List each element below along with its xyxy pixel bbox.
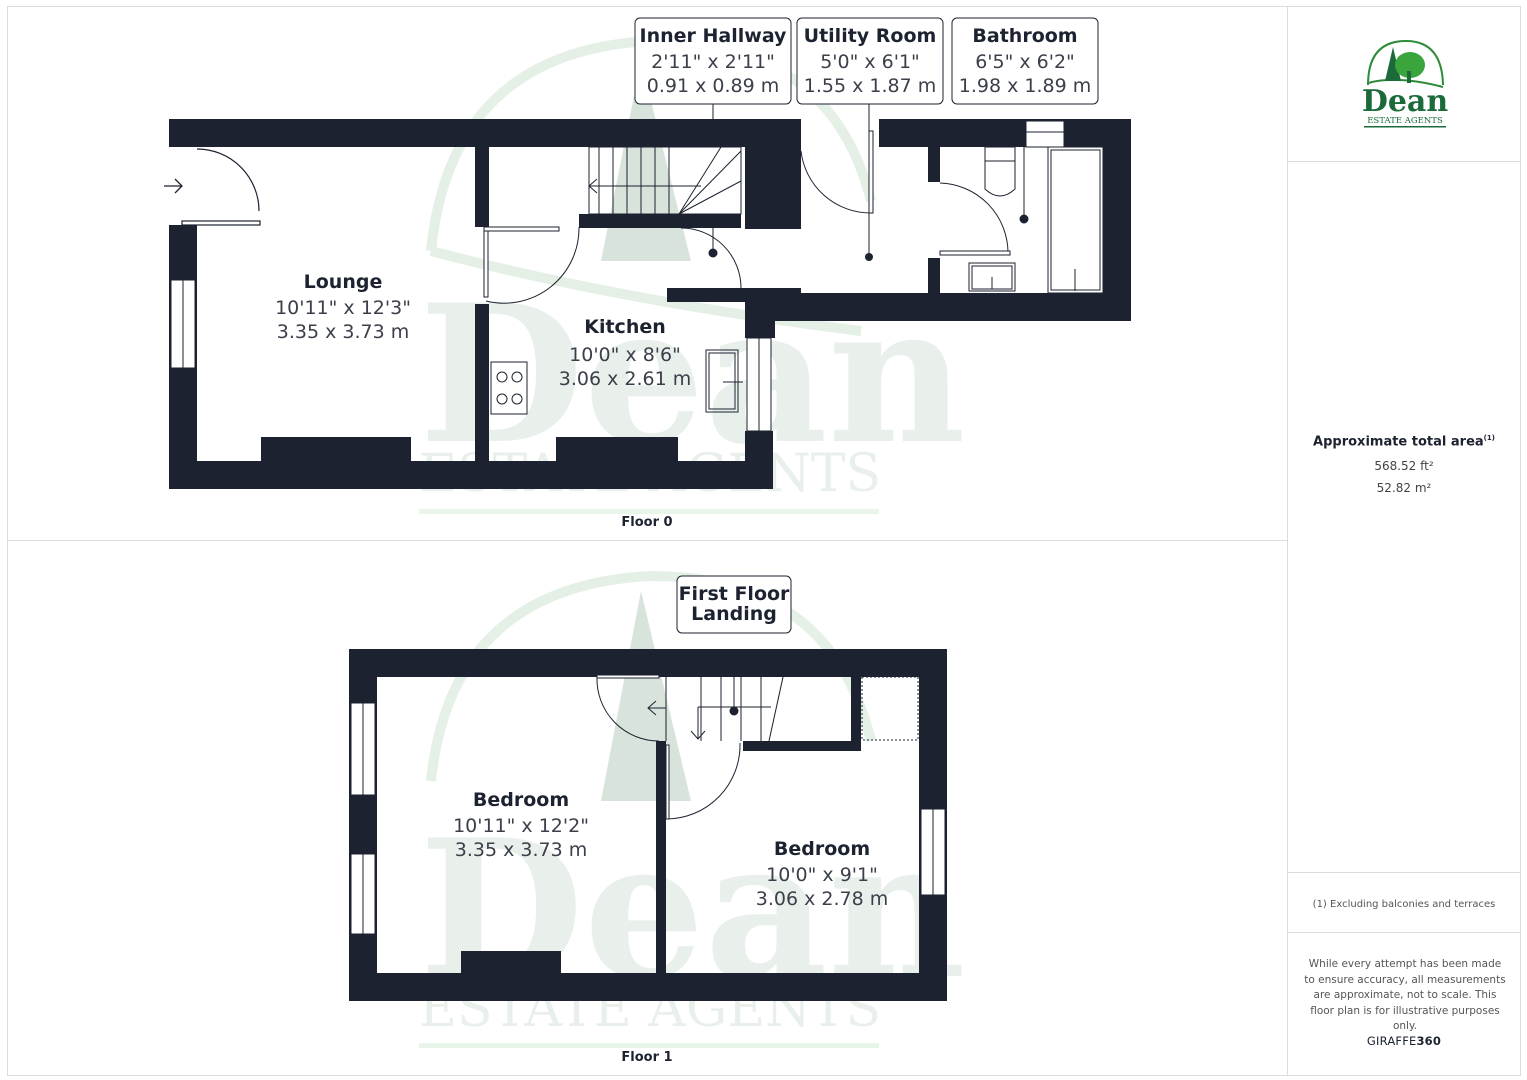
floor-caption: Floor 0 — [621, 515, 672, 530]
room-kitchen: Kitchen 10'0" x 8'6" 3.06 x 2.61 m — [559, 316, 691, 390]
area-title-text: Approximate total area — [1313, 434, 1484, 450]
provider-brand: GIRAFFE360 — [1288, 1034, 1520, 1048]
callout-name: Bathroom — [972, 25, 1077, 47]
disclaimer-section: While every attempt has been made to ens… — [1288, 933, 1520, 1077]
room-name: Bedroom — [774, 838, 870, 860]
dean-tree-logo-icon: Dean ESTATE AGENTS — [1362, 39, 1449, 128]
floor-0-panel: Dean ESTATE AGENTS — [7, 6, 1288, 541]
room-name: Bedroom — [473, 789, 569, 811]
callout-metric: 1.55 x 1.87 m — [804, 75, 936, 97]
callout-imperial: 5'0" x 6'1" — [820, 51, 920, 73]
callout-utility-room: Utility Room 5'0" x 6'1" 1.55 x 1.87 m — [796, 17, 944, 105]
floor-1-plan: Dean ESTATE AGENTS — [349, 570, 966, 1065]
room-imperial: 10'11" x 12'3" — [275, 297, 411, 319]
windows-first-floor — [350, 702, 946, 935]
brand-tagline: ESTATE AGENTS — [1367, 116, 1443, 126]
provider-bold: 360 — [1416, 1034, 1442, 1048]
brand-name: Dean — [1362, 84, 1449, 119]
callout-metric: 1.98 x 1.89 m — [959, 75, 1091, 97]
area-ft: 568.52 ft² — [1374, 459, 1434, 473]
area-title: Approximate total area(1) — [1288, 434, 1520, 449]
room-imperial: 10'11" x 12'2" — [453, 815, 589, 837]
callout-inner-hallway: Inner Hallway 2'11" x 2'11" 0.91 x 0.89 … — [634, 17, 792, 105]
callout-name: Utility Room — [804, 25, 937, 47]
room-imperial: 10'0" x 8'6" — [569, 344, 681, 366]
basin-icon — [968, 262, 1016, 292]
watermark-logo-icon: Dean ESTATE AGENTS — [419, 35, 966, 514]
room-bedroom-1: Bedroom 10'11" x 12'2" 3.35 x 3.73 m — [453, 789, 589, 861]
hob-icon — [490, 361, 528, 415]
floor-1-panel: Dean ESTATE AGENTS — [7, 540, 1288, 1076]
room-name: Lounge — [304, 271, 383, 293]
bath-icon — [1047, 146, 1104, 294]
provider-light: GIRAFFE — [1366, 1034, 1417, 1048]
callout-imperial: 2'11" x 2'11" — [651, 51, 775, 73]
stairs-icon — [588, 146, 742, 215]
room-metric: 3.06 x 2.61 m — [559, 368, 691, 390]
cupboard-icon — [861, 676, 919, 741]
area-m: 52.82 m² — [1376, 481, 1432, 495]
stairs-icon — [647, 649, 784, 742]
callout-bathroom: Bathroom 6'5" x 6'2" 1.98 x 1.89 m — [951, 17, 1099, 105]
room-lounge: Lounge 10'11" x 12'3" 3.35 x 3.73 m — [275, 271, 411, 343]
callout-name: Inner Hallway — [640, 25, 788, 47]
entrance-arrow-icon — [164, 178, 183, 194]
disclaimer: While every attempt has been made to ens… — [1304, 958, 1506, 1032]
entrance-door — [181, 148, 261, 226]
kitchen-doors — [483, 130, 1011, 304]
room-metric: 3.35 x 3.73 m — [277, 321, 409, 343]
room-metric: 3.06 x 2.78 m — [756, 888, 888, 910]
windows-ground-floor — [170, 120, 1065, 432]
room-name: Kitchen — [584, 316, 666, 338]
bedroom-doors — [596, 674, 741, 820]
callout-metric: 0.91 x 0.89 m — [647, 75, 779, 97]
note-section: (1) Excluding balconies and terraces — [1288, 873, 1520, 933]
toilet-icon — [984, 119, 1029, 224]
callout-name-line1: First Floor — [679, 583, 790, 605]
room-metric: 3.35 x 3.73 m — [455, 839, 587, 861]
callout-name-line2: Landing — [691, 603, 777, 625]
area-note: (1) Excluding balconies and terraces — [1312, 899, 1496, 910]
room-bedroom-2: Bedroom 10'0" x 9'1" 3.06 x 2.78 m — [756, 838, 888, 910]
logo-section: Dean ESTATE AGENTS — [1288, 7, 1520, 162]
area-section: Approximate total area(1) 568.52 ft² 52.… — [1288, 162, 1520, 873]
sink-icon — [705, 349, 743, 413]
info-sidebar: Dean ESTATE AGENTS Approximate total are… — [1287, 6, 1521, 1076]
floor-caption: Floor 1 — [621, 1050, 672, 1065]
walls-ground-floor — [169, 119, 1131, 489]
floor-0-plan: Dean ESTATE AGENTS — [164, 17, 1131, 530]
callout-imperial: 6'5" x 6'2" — [975, 51, 1075, 73]
room-imperial: 10'0" x 9'1" — [766, 864, 878, 886]
callout-first-floor-landing: First Floor Landing — [676, 575, 792, 634]
footnote-marker: (1) — [1483, 434, 1495, 442]
utility-callout-pointer — [712, 104, 873, 261]
